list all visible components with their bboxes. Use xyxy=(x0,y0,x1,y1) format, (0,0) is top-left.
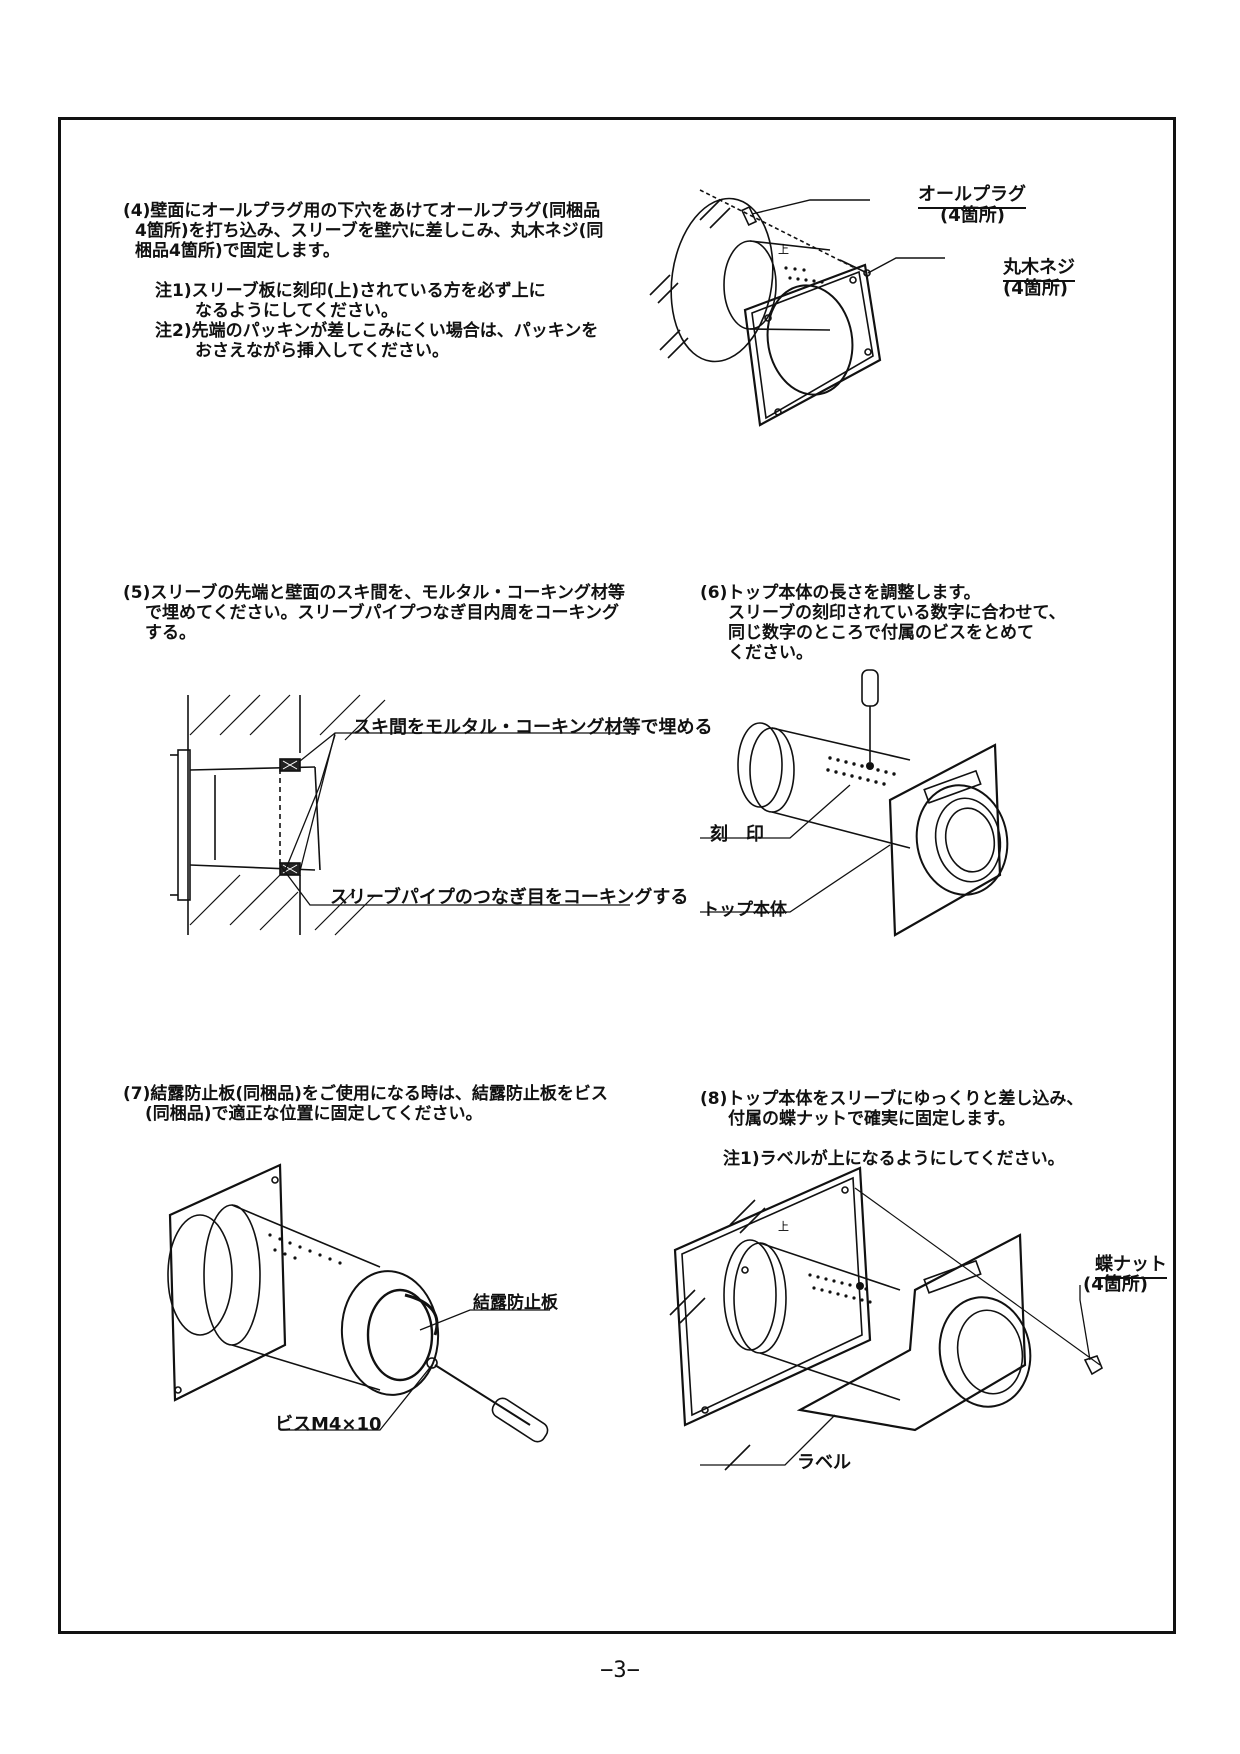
step4-line-2: 4箇所)を打ち込み、スリーブを壁穴に差しこみ、丸木ネジ(同 xyxy=(135,221,604,241)
step4-note-2: 注2)先端のパッキンが差しこみにくい場合は、パッキンを xyxy=(155,321,599,341)
step4-line-1: (4)壁面にオールプラグ用の下穴をあけてオールプラグ(同梱品 xyxy=(123,201,601,221)
top-body-adjust-figure xyxy=(700,669,1009,937)
condensation-plate-figure xyxy=(167,1163,550,1443)
label-gap-fill: スキ間をモルタル・コーキング材等で埋める xyxy=(353,717,713,738)
label-wood-screw-qty: (4箇所) xyxy=(1003,278,1068,299)
step6-line-3: 同じ数字のところで付属のビスをとめて xyxy=(728,623,1034,643)
step8-line-2: 付属の蝶ナットで確実に固定します。 xyxy=(728,1109,1016,1129)
sleeve-wall-install-figure: 上 xyxy=(649,189,945,427)
label-all-plug-qty: (4箇所) xyxy=(940,205,1005,226)
step8-note: 注1)ラベルが上になるようにしてください。 xyxy=(723,1149,1065,1169)
label-all-plug: オールプラグ xyxy=(918,180,1026,209)
step4-note-1: 注1)スリーブ板に刻印(上)されている方を必ず上に xyxy=(155,281,546,301)
step5-line-2: で埋めてください。スリーブパイプつなぎ目内周をコーキング xyxy=(145,603,619,623)
page-number: −3− xyxy=(600,1658,640,1683)
label-wood-screw: 丸木ネジ xyxy=(1003,253,1075,282)
label-wing-nut-qty: (4箇所) xyxy=(1083,1274,1148,1295)
step4-note-2b: おさえながら挿入してください。 xyxy=(195,341,449,361)
step6-line-4: ください。 xyxy=(728,643,813,663)
label-label: ラベル xyxy=(797,1452,851,1473)
mark-up-glyph: 上 xyxy=(778,243,789,256)
label-joint-caulk: スリーブパイプのつなぎ目をコーキングする xyxy=(330,887,689,908)
step5-line-3: する。 xyxy=(145,623,196,643)
step7-line-2: (同梱品)で適正な位置に固定してください。 xyxy=(145,1104,483,1124)
step6-line-1: (6)トップ本体の長さを調整します。 xyxy=(700,583,981,603)
step8-line-1: (8)トップ本体をスリーブにゆっくりと差し込み、 xyxy=(700,1089,1084,1109)
step4-note-1b: なるようにしてください。 xyxy=(195,301,398,321)
sleeve-caulking-figure xyxy=(170,694,630,936)
step5-line-1: (5)スリーブの先端と壁面のスキ間を、モルタル・コーキング材等 xyxy=(123,583,625,603)
label-condensation-plate: 結露防止板 xyxy=(473,1293,558,1313)
label-screw-m4: ビスM4×10 xyxy=(275,1414,382,1435)
label-stamp: 刻 印 xyxy=(710,824,764,845)
step7-line-1: (7)結露防止板(同梱品)をご使用になる時は、結露防止板をビス xyxy=(123,1084,608,1104)
page-frame xyxy=(58,117,1176,1634)
step6-line-2: スリーブの刻印されている数字に合わせて、 xyxy=(728,603,1066,623)
step4-line-3: 梱品4箇所)で固定します。 xyxy=(135,241,340,261)
label-top-body: トップ本体 xyxy=(702,900,787,920)
top-body-insert-figure: 上 xyxy=(669,1166,1104,1471)
label-wing-nut: 蝶ナット xyxy=(1095,1250,1167,1279)
mark-up-glyph-2: 上 xyxy=(778,1220,789,1233)
